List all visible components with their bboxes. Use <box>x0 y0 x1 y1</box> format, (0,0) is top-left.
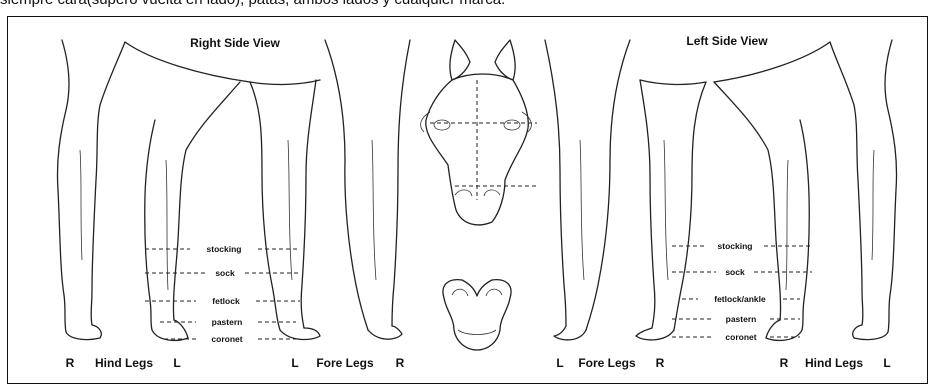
right-fore-legs-label: Fore Legs <box>316 356 374 370</box>
left-hind-l-letter: L <box>883 356 890 370</box>
right-hind-legs-label: Hind Legs <box>95 356 153 370</box>
left-coronet-label: coronet <box>725 332 756 342</box>
left-hind-legs-label: Hind Legs <box>805 356 863 370</box>
right-fore-l-letter: L <box>291 356 298 370</box>
right-hind-r-letter: R <box>66 356 75 370</box>
right-pastern-label: pastern <box>212 317 243 327</box>
left-fore-r-letter: R <box>656 356 665 370</box>
left-fetlock-ankle-label: fetlock/ankle <box>714 294 766 304</box>
right-sock-label: sock <box>215 268 235 278</box>
horse-muzzle-bottom <box>443 280 511 350</box>
right-hind-l-letter: L <box>173 356 180 370</box>
horse-head-front <box>421 40 537 225</box>
left-pastern-label: pastern <box>726 314 757 324</box>
bottom-labels: R Hind Legs L L Fore Legs R L Fore Legs … <box>66 356 891 370</box>
right-fetlock-label: fetlock <box>212 296 240 306</box>
left-hind-r-letter: R <box>780 356 789 370</box>
left-sock-label: sock <box>725 267 745 277</box>
right-coronet-label: coronet <box>211 334 242 344</box>
right-fore-legs <box>250 40 410 340</box>
left-fore-l-letter: L <box>556 356 563 370</box>
left-markings: stocking sock fetlock/ankle pastern coro… <box>672 241 812 342</box>
right-stocking-label: stocking <box>207 244 242 254</box>
right-fore-r-letter: R <box>396 356 405 370</box>
right-side-view-title: Right Side View <box>190 36 280 50</box>
left-stocking-label: stocking <box>718 241 753 251</box>
left-fore-legs <box>545 40 706 340</box>
left-side-view-title: Left Side View <box>686 34 768 48</box>
right-markings: stocking sock fetlock pastern coronet <box>145 244 300 344</box>
left-fore-legs-label: Fore Legs <box>578 356 636 370</box>
